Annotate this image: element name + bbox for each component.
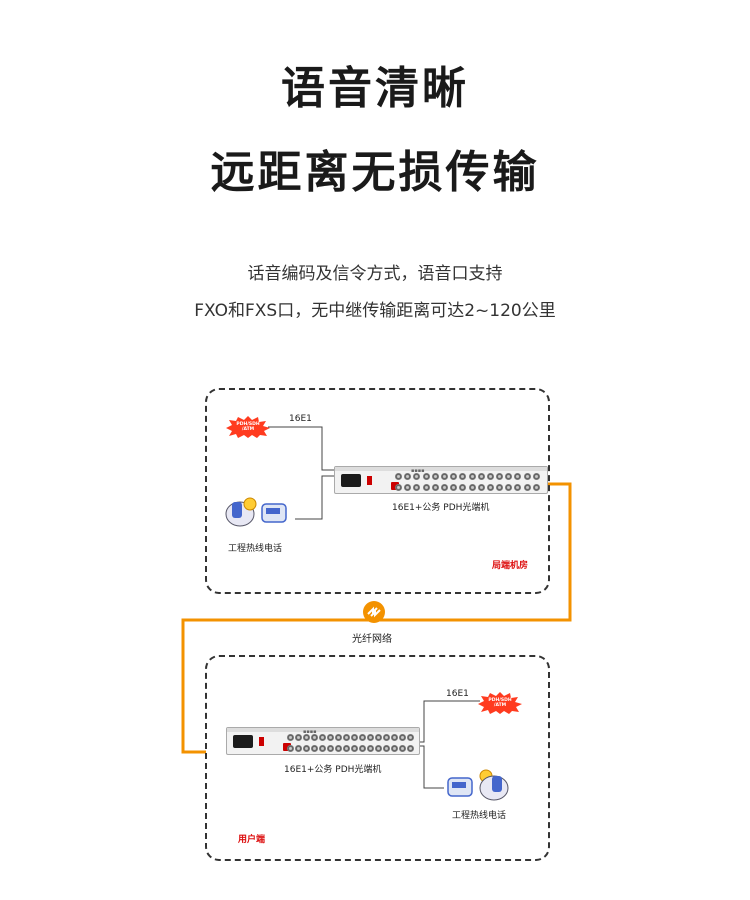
bnc-port-icon — [468, 473, 476, 480]
bnc-port-icon — [311, 734, 318, 741]
bnc-port-icon — [514, 473, 522, 480]
bnc-port-icon — [523, 473, 531, 480]
bnc-port-icon — [335, 734, 342, 741]
bnc-port-icon — [468, 483, 476, 491]
description-line-2: FXO和FXS口，无中继传输距离可达2~120公里 — [194, 301, 556, 321]
pdh-sdh-atm-badge-top: PDH/SDH /ATM — [226, 416, 270, 438]
bnc-port-icon — [407, 744, 414, 752]
heading-line-2: 远距离无损传输 — [210, 147, 540, 198]
hotline-phone-icon-bottom — [447, 769, 509, 801]
bnc-port-icon — [359, 734, 366, 741]
bnc-port-icon — [327, 744, 334, 752]
bnc-port-icon — [486, 473, 494, 480]
bnc-port-icon — [343, 734, 350, 741]
bnc-port-icon — [391, 734, 398, 741]
bottom-phone-label: 工程热线电话 — [452, 811, 507, 821]
bnc-port-icon — [295, 744, 302, 752]
bnc-port-icon — [459, 483, 467, 491]
bnc-port-icon — [407, 734, 414, 741]
bnc-port-icon — [440, 483, 448, 491]
heading-line-1: 语音清晰 — [281, 63, 469, 114]
bnc-port-icon — [505, 483, 513, 491]
bnc-port-icon — [395, 473, 402, 480]
bnc-port-icon — [287, 744, 294, 752]
bnc-port-icon — [335, 744, 342, 752]
bnc-port-icon — [431, 483, 439, 491]
top-phone-label: 工程热线电话 — [228, 544, 283, 554]
bnc-port-icon — [391, 744, 398, 752]
bnc-port-icon — [422, 473, 430, 480]
bnc-port-icon — [303, 744, 310, 752]
bnc-port-icon — [532, 473, 540, 480]
bnc-port-icon — [351, 744, 358, 752]
bnc-port-icon — [422, 483, 430, 491]
bnc-port-icon — [514, 483, 522, 491]
bnc-port-icon — [327, 734, 334, 741]
burst-icon — [226, 416, 270, 438]
bnc-port-icon — [440, 473, 448, 480]
pdh-sdh-atm-badge-bottom: PDH/SDH /ATM — [478, 692, 522, 714]
bnc-port-icon — [319, 744, 326, 752]
bnc-port-icon — [375, 734, 382, 741]
fiber-network-label: 光纤网络 — [352, 634, 392, 645]
bnc-port-icon — [477, 483, 485, 491]
user-side-box — [205, 655, 550, 861]
bnc-port-icon — [295, 734, 302, 741]
bnc-port-icon — [459, 473, 467, 480]
bnc-port-array — [395, 473, 541, 493]
bnc-port-icon — [450, 483, 458, 491]
bnc-port-icon — [395, 483, 402, 491]
bnc-port-icon — [450, 473, 458, 480]
fiber-network-icon — [363, 601, 385, 623]
top-e1-label: 16E1 — [289, 414, 312, 424]
bnc-port-icon — [477, 473, 485, 480]
bottom-site-label: 用户端 — [238, 835, 266, 845]
bnc-port-icon — [413, 483, 421, 491]
bnc-port-icon — [367, 734, 374, 741]
bnc-port-icon — [413, 473, 421, 480]
bottom-e1-line — [420, 700, 480, 743]
bnc-port-array — [287, 734, 414, 754]
bnc-port-icon — [319, 734, 326, 741]
bottom-phone-line — [420, 745, 444, 789]
bnc-port-icon — [383, 734, 390, 741]
power-switch-icon — [367, 476, 372, 485]
bnc-port-icon — [505, 473, 513, 480]
central-office-box — [205, 388, 550, 594]
top-e1-line — [268, 426, 334, 471]
bottom-e1-label: 16E1 — [446, 689, 469, 699]
bnc-port-icon — [523, 483, 531, 491]
top-device-label: 16E1+公务 PDH光端机 — [392, 503, 490, 513]
power-socket-icon — [341, 474, 361, 487]
pdh-device-top: ▪▪▪▪ — [334, 466, 548, 494]
bnc-port-icon — [399, 734, 406, 741]
bnc-port-icon — [496, 483, 504, 491]
bnc-port-icon — [359, 744, 366, 752]
power-switch-icon — [259, 737, 264, 746]
bnc-port-icon — [287, 734, 294, 741]
bnc-port-icon — [367, 744, 374, 752]
burst-icon — [478, 692, 522, 714]
description-line-1: 话音编码及信令方式，语音口支持 — [247, 264, 503, 284]
hotline-phone-icon-top — [225, 497, 287, 527]
bnc-port-icon — [496, 473, 504, 480]
bnc-port-icon — [351, 734, 358, 741]
bnc-port-icon — [404, 473, 412, 480]
top-phone-line — [295, 475, 334, 520]
bnc-port-icon — [311, 744, 318, 752]
top-site-label: 局端机房 — [492, 561, 529, 571]
bnc-port-icon — [375, 744, 382, 752]
power-socket-icon — [233, 735, 253, 748]
bottom-device-label: 16E1+公务 PDH光端机 — [284, 765, 382, 775]
bnc-port-icon — [532, 483, 540, 491]
bnc-port-icon — [399, 744, 406, 752]
bnc-port-icon — [303, 734, 310, 741]
bnc-port-icon — [431, 473, 439, 480]
bnc-port-icon — [486, 483, 494, 491]
pdh-device-bottom: ▪▪▪▪ — [226, 727, 420, 755]
bnc-port-icon — [383, 744, 390, 752]
bnc-port-icon — [343, 744, 350, 752]
bnc-port-icon — [404, 483, 412, 491]
